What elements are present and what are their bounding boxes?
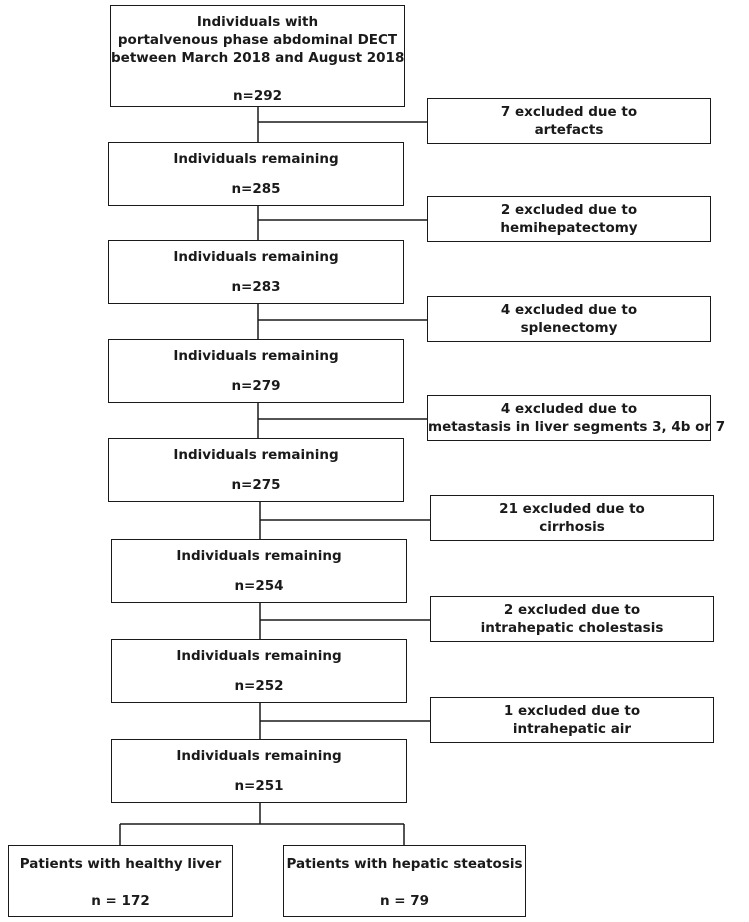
exclusion-line-1: 21 excluded due to: [499, 501, 645, 517]
exclusion-line-1: 4 excluded due to: [500, 302, 638, 318]
exclusion-box-6: 2 excluded due to intrahepatic cholestas…: [430, 596, 714, 642]
remaining-box-5: Individuals remaining n=254: [111, 539, 407, 603]
start-line-3: between March 2018 and August 2018: [111, 50, 405, 66]
remaining-label: Individuals remaining: [173, 151, 339, 167]
exclusion-line-1: 7 excluded due to: [500, 104, 638, 120]
outcome-count: n = 79: [379, 893, 430, 909]
outcome-label: Patients with healthy liver: [19, 856, 222, 872]
exclusion-box-1: 7 excluded due to artefacts: [427, 98, 711, 144]
remaining-label: Individuals remaining: [173, 249, 339, 265]
exclusion-box-2: 2 excluded due to hemihepatectomy: [427, 196, 711, 242]
remaining-label: Individuals remaining: [173, 447, 339, 463]
exclusion-line-2: hemihepatectomy: [500, 220, 638, 236]
remaining-count: n=252: [234, 678, 284, 694]
exclusion-line-1: 2 excluded due to: [503, 602, 641, 618]
exclusion-line-2: splenectomy: [520, 320, 618, 336]
remaining-count: n=251: [234, 778, 284, 794]
exclusion-line-2: cirrhosis: [539, 519, 605, 535]
remaining-box-7: Individuals remaining n=251: [111, 739, 407, 803]
exclusion-line-2: intrahepatic cholestasis: [480, 620, 664, 636]
start-line-2: portalvenous phase abdominal DECT: [117, 32, 398, 48]
remaining-label: Individuals remaining: [176, 748, 342, 764]
remaining-count: n=254: [234, 578, 284, 594]
exclusion-line-1: 2 excluded due to: [500, 202, 638, 218]
remaining-count: n=279: [231, 378, 281, 394]
outcome-label: Patients with hepatic steatosis: [286, 856, 523, 872]
exclusion-line-1: 4 excluded due to: [500, 401, 638, 417]
remaining-label: Individuals remaining: [176, 548, 342, 564]
outcome-box-healthy: Patients with healthy liver n = 172: [8, 845, 233, 917]
outcome-box-steatosis: Patients with hepatic steatosis n = 79: [283, 845, 526, 917]
remaining-box-1: Individuals remaining n=285: [108, 142, 404, 206]
exclusion-box-7: 1 excluded due to intrahepatic air: [430, 697, 714, 743]
remaining-box-3: Individuals remaining n=279: [108, 339, 404, 403]
exclusion-box-5: 21 excluded due to cirrhosis: [430, 495, 714, 541]
remaining-box-4: Individuals remaining n=275: [108, 438, 404, 502]
start-box: Individuals with portalvenous phase abdo…: [110, 5, 405, 107]
remaining-count: n=283: [231, 279, 281, 295]
outcome-count: n = 172: [91, 893, 150, 909]
start-count: n=292: [232, 88, 283, 104]
remaining-count: n=285: [231, 181, 281, 197]
exclusion-line-2: intrahepatic air: [512, 721, 632, 737]
exclusion-box-3: 4 excluded due to splenectomy: [427, 296, 711, 342]
remaining-label: Individuals remaining: [176, 648, 342, 664]
remaining-label: Individuals remaining: [173, 348, 339, 364]
exclusion-line-2: artefacts: [534, 122, 604, 138]
remaining-box-2: Individuals remaining n=283: [108, 240, 404, 304]
remaining-box-6: Individuals remaining n=252: [111, 639, 407, 703]
remaining-count: n=275: [231, 477, 281, 493]
start-line-1: Individuals with: [196, 14, 319, 30]
exclusion-line-2: metastasis in liver segments 3, 4b or 7: [428, 419, 726, 435]
exclusion-box-4: 4 excluded due to metastasis in liver se…: [427, 395, 726, 441]
exclusion-line-1: 1 excluded due to: [503, 703, 641, 719]
